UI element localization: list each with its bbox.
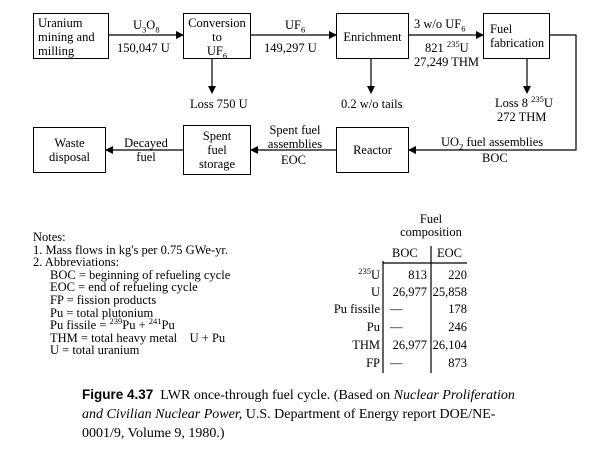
conversion-line1: Conversion [188, 16, 246, 30]
u3o8-mass: 150,047 U [117, 41, 170, 55]
notes-title: Notes: [33, 230, 66, 244]
row-pu-boc: — [390, 320, 403, 334]
row-u235-boc: 813 [408, 268, 427, 282]
spent-assemblies-label: Spent fuel assemblies [267, 123, 323, 151]
storage-line3: storage [198, 157, 236, 171]
row-fp-boc: — [390, 356, 403, 370]
row-fp-label: FP [366, 356, 380, 370]
storage-line2: fuel [207, 143, 227, 157]
row-thm-eoc: 26,104 [432, 338, 467, 352]
uf6-mass: 149,297 U [264, 41, 317, 55]
row-pufissile-boc: — [390, 302, 403, 316]
fabrication-line1: Fuel [490, 22, 513, 36]
storage-line1: Spent [202, 129, 232, 143]
decayed-fuel-label: Decayed fuel [124, 136, 168, 164]
fabrication-line2: fabrication [490, 36, 545, 50]
abbr-boc: BOC = beginning of refueling cycle [50, 267, 231, 282]
mining-line2: mining and [38, 30, 95, 44]
storage-box: Spent fuel storage [183, 125, 251, 175]
reactor-box: Reactor [336, 127, 409, 173]
notes-item-1: 1. Mass flows in kg's per 0.75 GWe-yr. [33, 242, 228, 257]
waste-line1: Waste [54, 136, 85, 150]
fab-loss-label: Loss 8 235U [495, 93, 553, 110]
arrow-fabrication-to-reactor [408, 34, 577, 154]
uo2-time: BOC [482, 151, 508, 165]
caption-italic-title: Nuclear Proliferation and Civilian Nucle… [82, 388, 515, 422]
conversion-loss-label: Loss 750 U [190, 97, 248, 111]
row-u-eoc: 25,858 [432, 285, 467, 299]
conversion-line2: to [212, 30, 222, 44]
fuel-composition-title: Fuel composition [400, 212, 462, 239]
spent-time: EOC [281, 153, 306, 167]
row-pufissile-label: Pu fissile [333, 302, 380, 316]
reactor-label: Reactor [353, 143, 392, 157]
col-header-eoc: EOC [437, 246, 462, 260]
row-pu-eoc: 246 [448, 320, 467, 334]
conversion-line3: UF6 [206, 44, 228, 61]
notes-item-2: 2. Abbreviations: [33, 255, 120, 270]
uf6-label: UF6 [285, 18, 306, 35]
abbr-fp: FP = fission products [50, 292, 157, 307]
mining-line1: Uranium [38, 16, 83, 30]
figure-number: Figure 4.37 [82, 387, 154, 402]
fab-loss-thm: 272 THM [497, 110, 547, 124]
tails-label: 0.2 w/o tails [341, 97, 403, 111]
figure-caption: Figure 4.37 LWR once-through fuel cycle.… [82, 387, 515, 441]
abbr-u: U = total uranium [50, 343, 140, 358]
abbr-pu: Pu = total plutonium [50, 305, 154, 320]
mining-box: Uranium mining and milling [33, 13, 109, 59]
abbr-thm: THM = total heavy metal U + Pu [50, 330, 226, 345]
fabrication-box: Fuel fabrication [483, 13, 550, 59]
uo2-label: UO2 fuel assemblies [441, 135, 544, 152]
abbr-pu-fissile: Pu fissile = 239Pu + 241Pu [50, 316, 175, 333]
row-u235-label: 235U [358, 265, 380, 282]
enriched-mass: 821 235U [425, 38, 469, 55]
abbr-eoc: EOC = end of refueling cycle [50, 280, 198, 295]
row-thm-label: THM [352, 338, 380, 352]
row-fp-eoc: 873 [448, 356, 467, 370]
conversion-box: Conversion to UF6 [183, 13, 251, 61]
enriched-uf6-label: 3 w/o UF6 [414, 17, 466, 34]
enrichment-label: Enrichment [343, 30, 402, 44]
row-pufissile-eoc: 178 [448, 302, 467, 316]
enriched-thm: 27,249 THM [414, 55, 480, 69]
notes-block: Notes: 1. Mass flows in kg's per 0.75 GW… [33, 231, 230, 357]
col-header-boc: BOC [392, 246, 418, 260]
u3o8-label: U3O8 [133, 18, 160, 35]
enrichment-box: Enrichment [336, 13, 409, 59]
row-thm-boc: 26,977 [392, 338, 427, 352]
mining-line3: milling [38, 44, 75, 58]
row-u-label: U [370, 285, 380, 299]
waste-line2: disposal [49, 150, 90, 164]
waste-box: Waste disposal [33, 127, 106, 173]
row-u235-eoc: 220 [448, 268, 467, 282]
row-u-boc: 26,977 [392, 285, 427, 299]
row-pu-label: Pu [366, 320, 380, 334]
